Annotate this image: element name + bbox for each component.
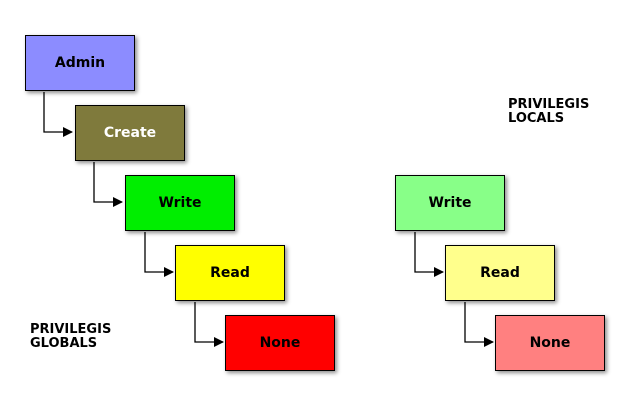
local-none-box: None (495, 315, 605, 371)
global-privileges-label: PRIVILEGIS GLOBALS (30, 322, 112, 351)
write-box: Write (125, 175, 235, 231)
connector-read-none (194, 302, 224, 347)
create-box: Create (75, 105, 185, 161)
read-box: Read (175, 245, 285, 301)
none-box: None (225, 315, 335, 371)
connector-local-write-read (414, 232, 444, 277)
connector-create-write (93, 162, 123, 207)
connector-local-read-none (464, 302, 494, 347)
local-privileges-label: PRIVILEGIS LOCALS (508, 97, 590, 126)
local-write-box: Write (395, 175, 505, 231)
connector-admin-create (43, 92, 73, 137)
admin-box: Admin (25, 35, 135, 91)
local-read-box: Read (445, 245, 555, 301)
connector-write-read (144, 232, 174, 277)
